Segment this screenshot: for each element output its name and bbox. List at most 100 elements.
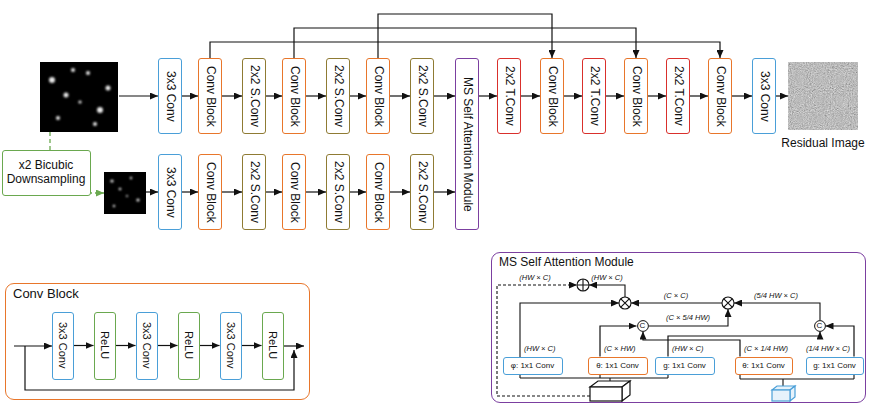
box-label: 2x2 T.Conv (587, 66, 601, 126)
downsampled-image (113, 205, 115, 207)
connector-arrow (390, 191, 410, 192)
attention-wiring (589, 285, 625, 297)
connector-arrow (648, 95, 666, 96)
attention-wiring (520, 375, 668, 381)
box-label: φ: 1x1 Conv (511, 361, 554, 370)
box-label: x2 Bicubic Downsampling (7, 159, 86, 187)
downsampled-image (119, 188, 122, 191)
layer-box: 3x3 Conv (52, 312, 74, 380)
box-label: Conv Block (629, 66, 643, 127)
layer-box: 2x2 T.Conv (582, 58, 606, 134)
box-label: Conv Block (371, 66, 385, 127)
dimension-label: (5/4 HW × C) (754, 292, 798, 300)
feature-cube (590, 381, 630, 401)
downsampled-image (104, 172, 146, 214)
residual-image (788, 62, 858, 130)
process-box: θ: 1x1 Conv (735, 357, 793, 375)
connector-arrow (434, 95, 455, 96)
connector-arrow (564, 95, 582, 96)
dimension-label: (1/4 HW × C) (806, 345, 850, 353)
box-label: 2x2 T.Conv (671, 66, 685, 126)
conv-block-wiring (284, 345, 304, 346)
downsampled-image (110, 177, 139, 207)
connector-arrow (210, 42, 720, 58)
product-symbol (621, 299, 629, 307)
layer-box: 2x2 S.Conv (410, 154, 434, 230)
layer-box: MS Self Attention Module (455, 58, 479, 230)
connector-arrow (242, 345, 262, 346)
panel-title: MS Self Attention Module (499, 256, 634, 270)
connector-arrow (350, 191, 366, 192)
process-box: φ: 1x1 Conv (503, 357, 563, 375)
downsampled-image (130, 177, 132, 179)
process-box: θ: 1x1 Conv (588, 357, 648, 375)
box-label: ReLU (98, 331, 111, 359)
layer-box: 3x3 Conv (158, 154, 182, 230)
input-image (97, 107, 103, 113)
connector-arrow (306, 95, 326, 96)
connector-arrow (294, 28, 636, 58)
panel-title: Conv Block (13, 287, 79, 302)
box-label: Conv Block (545, 66, 559, 127)
input-image (78, 100, 81, 103)
layer-box: 2x2 S.Conv (326, 154, 350, 230)
box-label: 3x3 Conv (56, 322, 69, 368)
attention-wiring (649, 309, 728, 326)
layer-box: 2x2 S.Conv (326, 58, 350, 134)
box-label: 2x2 S.Conv (247, 161, 261, 223)
box-label: Conv Block (713, 66, 727, 127)
layer-box: Conv Block (198, 58, 222, 134)
connector-arrow (521, 95, 540, 96)
concat-circle: C (637, 320, 649, 332)
layer-box: 3x3 Conv (220, 312, 242, 380)
connector-arrow (668, 332, 820, 357)
layer-box: 2x2 T.Conv (666, 58, 690, 134)
downsampled-image (126, 195, 128, 197)
connector-arrow (266, 95, 282, 96)
box-label: C (817, 321, 823, 330)
downsampled-image (110, 179, 113, 182)
downsampled-cube (772, 390, 790, 401)
layer-box: 2x2 S.Conv (242, 154, 266, 230)
dimension-label: (HW × C) (519, 274, 550, 282)
dimension-label: (HW × C) (524, 345, 555, 353)
box-label: Conv Block (203, 162, 217, 223)
downsampled-cube (790, 386, 795, 401)
connector-arrow (182, 95, 198, 96)
input-image (93, 122, 97, 126)
attention-wiring (734, 303, 820, 320)
connector-arrow (378, 14, 552, 58)
process-box: g: 1x1 Conv (806, 357, 864, 375)
connector-arrow (222, 95, 242, 96)
input-image (49, 68, 111, 126)
box-label: Conv Block (287, 162, 301, 223)
box-label: g: 1x1 Conv (663, 361, 706, 370)
flow-line (776, 95, 788, 96)
feature-cube (622, 381, 630, 401)
box-label: Conv Block (203, 66, 217, 127)
connector-arrow (690, 95, 708, 96)
connector-arrow (74, 345, 94, 346)
box-label: 2x2 S.Conv (331, 161, 345, 223)
layer-box: Conv Block (282, 58, 306, 134)
circle-outline (637, 320, 648, 331)
product-symbol (724, 299, 732, 307)
sum-symbol (577, 279, 589, 291)
product-symbol (619, 297, 631, 309)
sum-symbol (577, 279, 589, 291)
box-label: ReLU (182, 331, 195, 359)
input-image (64, 93, 69, 98)
flow-line (119, 95, 158, 96)
input-image (40, 62, 118, 132)
layer-box: 3x3 Conv (136, 312, 158, 380)
box-label: Conv Block (287, 66, 301, 127)
attention-wiring (497, 285, 854, 396)
layer-box: ReLU (262, 312, 284, 380)
input-image (106, 86, 111, 91)
dimension-label: (C × C) (664, 292, 688, 300)
layer-box: Conv Block (282, 154, 306, 230)
box-label: 2x2 S.Conv (247, 65, 261, 127)
dimension-label: (C × 1/4 HW) (744, 345, 788, 353)
